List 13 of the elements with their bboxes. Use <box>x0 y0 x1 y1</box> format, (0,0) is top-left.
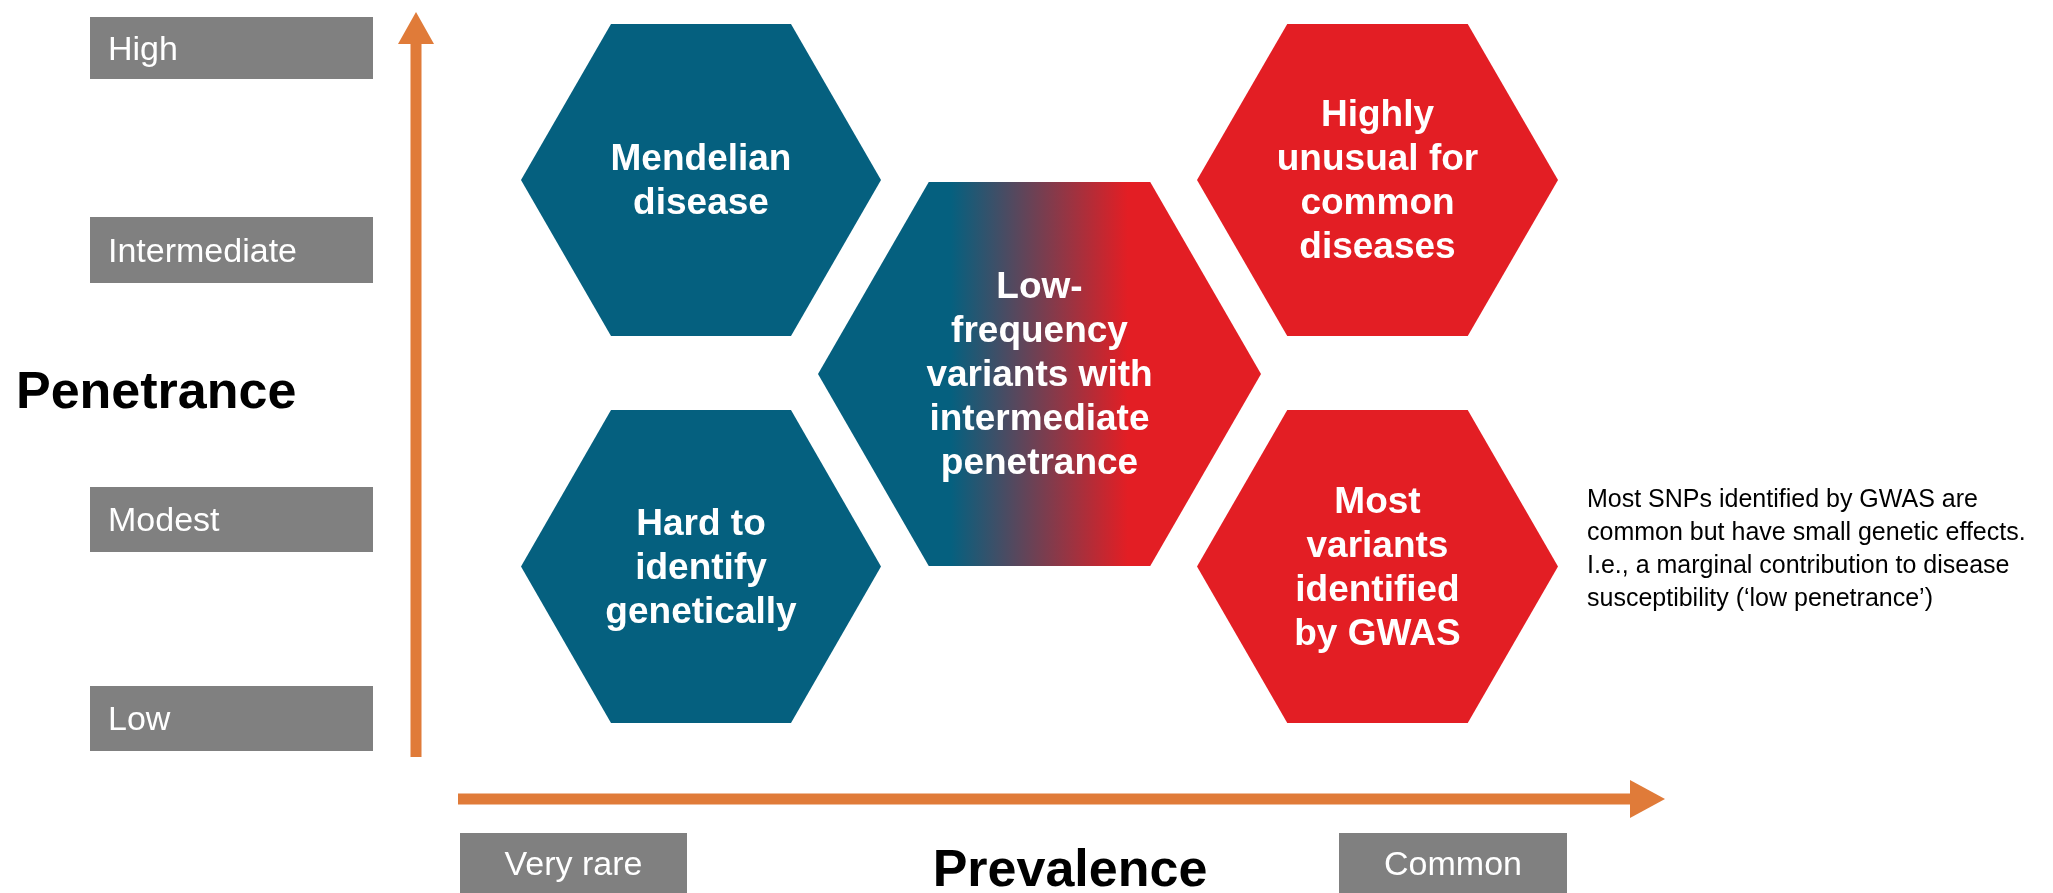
hexagon-label: Most variants identified by GWAS <box>1293 478 1462 655</box>
note-text: Most SNPs identified by GWAS are common but have small genetic effects. I.e., a marginal contribution to disease susceptibility (‘low penetrance’) <box>1587 483 2027 613</box>
axis-level-label: Very rare <box>460 833 687 893</box>
axis-level-label: High <box>90 17 373 79</box>
hexagon-label: Mendelian disease <box>609 136 793 224</box>
axis-title: Penetrance <box>16 360 298 420</box>
hexagon-label: Hard to identify genetically <box>604 500 798 633</box>
axis-level-label: Common <box>1339 833 1567 893</box>
axis-title: Prevalence <box>931 838 1209 893</box>
axis-level-label: Intermediate <box>90 217 373 283</box>
axis-level-label: Modest <box>90 487 373 552</box>
hexagon-label: Highly unusual for common diseases <box>1275 92 1480 268</box>
axis-level-label: Low <box>90 686 373 751</box>
